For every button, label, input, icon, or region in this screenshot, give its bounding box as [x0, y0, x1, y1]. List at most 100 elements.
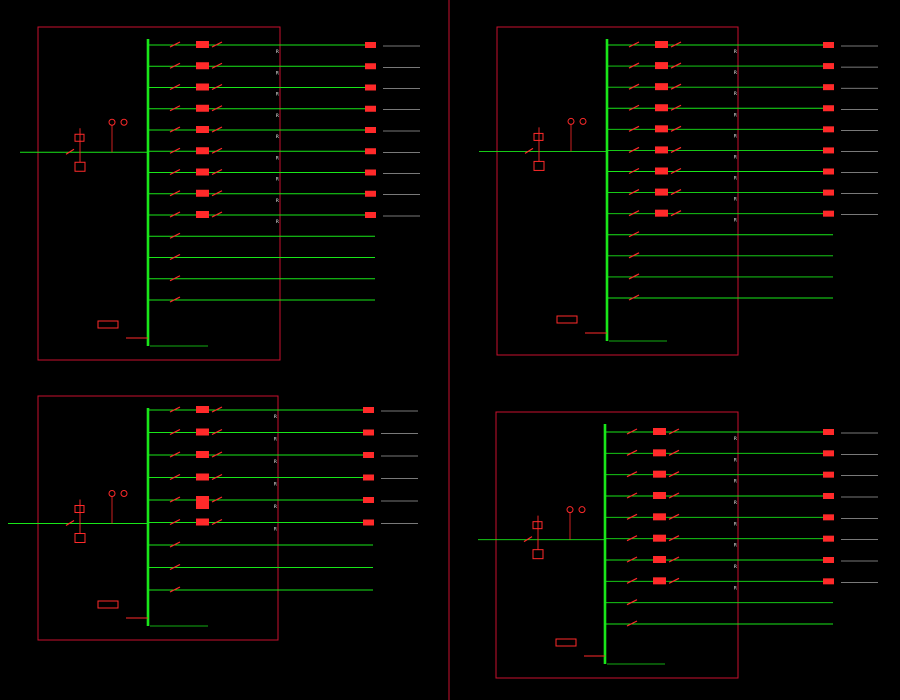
feeder-row: R: [605, 470, 878, 485]
contactor-symbol: [668, 577, 680, 584]
breaker-symbol: [628, 273, 640, 280]
meter-box: [653, 556, 666, 563]
breaker-symbol: [626, 471, 638, 478]
breaker-symbol: [169, 275, 181, 282]
feeder-row: R: [607, 146, 878, 160]
load-terminal: [365, 148, 376, 155]
spd-symbol-2: [579, 117, 587, 125]
feeder-row: R: [605, 449, 878, 463]
breaker-symbol: [628, 146, 640, 153]
meter-box: [196, 451, 209, 458]
meter-box: [196, 211, 209, 218]
meter-box: [196, 147, 209, 155]
breaker-symbol: [628, 104, 640, 111]
meter-box: [653, 534, 666, 542]
contactor-symbol: [670, 83, 682, 90]
contactor-symbol: [211, 428, 223, 436]
contactor-symbol: [211, 62, 223, 69]
energy-meter: [74, 161, 86, 172]
load-terminal: [823, 105, 834, 112]
load-terminal: [823, 471, 834, 478]
contactor-symbol: [668, 513, 680, 520]
phase-mark: R: [734, 49, 737, 55]
load-terminal: [823, 168, 834, 175]
meter-box: [196, 518, 209, 526]
phase-mark: R: [276, 198, 279, 204]
feeder-row: [148, 275, 375, 282]
feeder-row: [605, 620, 833, 627]
breaker-symbol: [169, 190, 181, 197]
incoming-breaker-symbol: [523, 536, 533, 543]
energy-meter: [74, 533, 86, 543]
contactor-symbol: [211, 83, 223, 91]
phase-mark: R: [276, 177, 279, 183]
breaker-symbol: [626, 449, 638, 456]
phase-mark: R: [734, 564, 737, 570]
meter-box: [655, 83, 668, 91]
contactor-symbol: [211, 168, 223, 176]
leakage-monitor-box: [97, 320, 119, 329]
breaker-symbol: [169, 211, 181, 218]
feeder-row: R: [605, 492, 878, 506]
feeder-row: R: [605, 577, 878, 591]
phase-mark: R: [734, 479, 737, 485]
breaker-symbol: [626, 599, 638, 606]
contactor-symbol: [670, 104, 682, 111]
contactor-symbol: [668, 449, 680, 456]
feeder-row: R: [148, 518, 418, 533]
breaker-symbol: [628, 62, 640, 69]
feeder-row: [148, 232, 375, 239]
feeder-row: R: [607, 125, 878, 139]
feeder-row: R: [607, 188, 878, 203]
panel-frame: [37, 395, 279, 641]
meter-box: [655, 104, 668, 112]
contactor-symbol: [211, 41, 223, 48]
meter-box: [655, 41, 668, 48]
meter-box: [196, 41, 209, 48]
meter-box: [655, 62, 668, 70]
breaker-symbol: [626, 535, 638, 542]
spd-symbol: [566, 506, 574, 514]
meter-box: [655, 188, 668, 196]
contactor-symbol: [211, 518, 223, 526]
load-terminal: [363, 474, 374, 481]
breaker-symbol: [169, 105, 181, 112]
breaker-symbol: [169, 168, 181, 176]
breaker-symbol: [628, 41, 640, 48]
meter-box: [196, 62, 209, 70]
feeder-row: R: [607, 83, 878, 97]
feeder-row: R: [607, 167, 878, 182]
meter-box: [196, 168, 209, 176]
feeder-row: R: [148, 126, 420, 140]
load-terminal: [365, 212, 376, 218]
ct-box: [196, 503, 209, 509]
feeder-row: R: [148, 168, 420, 183]
breaker-symbol: [626, 620, 638, 627]
phase-mark: R: [274, 459, 277, 465]
phase-mark: R: [276, 92, 279, 98]
breaker-symbol: [169, 83, 181, 91]
breaker-symbol: [628, 125, 640, 132]
feeder-row: R: [148, 189, 420, 204]
contactor-symbol: [668, 428, 680, 435]
feeder-row: R: [148, 496, 418, 510]
contactor-symbol: [211, 190, 223, 197]
feeder-row: R: [148, 147, 420, 161]
feeder-row: [148, 586, 373, 593]
load-terminal: [823, 514, 834, 521]
phase-mark: R: [734, 133, 737, 139]
meter-box: [196, 189, 209, 197]
breaker-symbol: [628, 167, 640, 175]
spd-symbol-2: [578, 506, 586, 514]
contactor-symbol: [670, 41, 682, 48]
feeder-row: [607, 252, 833, 259]
load-terminal: [823, 578, 834, 585]
meter-box: [196, 406, 209, 413]
load-terminal: [365, 84, 376, 91]
meter-box: [655, 146, 668, 154]
contactor-symbol: [668, 535, 680, 542]
meter-box: [196, 126, 209, 133]
load-terminal: [363, 519, 374, 526]
phase-mark: R: [274, 504, 277, 510]
